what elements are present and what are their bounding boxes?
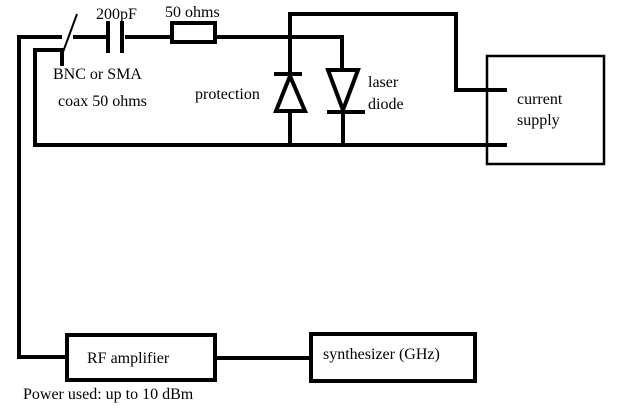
rf-amplifier-label: RF amplifier	[87, 350, 170, 367]
capacitor-label: 200pF	[96, 6, 137, 23]
resistor-label: 50 ohms	[165, 4, 220, 21]
laser-label-line2: diode	[368, 96, 404, 113]
connector-label: BNC or SMA	[53, 66, 142, 83]
laser-diode	[325, 68, 361, 116]
protection-label: protection	[195, 86, 260, 103]
supply-wire	[288, 12, 507, 92]
connector-slash	[62, 13, 78, 53]
protection-diode	[273, 70, 309, 113]
power-note: Power used: up to 10 dBm	[23, 386, 194, 403]
current-supply-label-line2: supply	[517, 112, 560, 129]
laser-label-line1: laser	[368, 74, 399, 91]
coax-outer-wire	[17, 35, 66, 359]
coax-label: coax 50 ohms	[58, 93, 147, 110]
ground-return-wire	[33, 48, 507, 147]
current-supply-label-line1: current	[517, 91, 563, 108]
resistor	[170, 21, 217, 44]
current-supply-box	[485, 54, 606, 166]
signal-wire	[213, 35, 344, 71]
synthesizer-box	[309, 332, 477, 383]
synthesizer-label: synthesizer (GHz)	[323, 346, 440, 363]
